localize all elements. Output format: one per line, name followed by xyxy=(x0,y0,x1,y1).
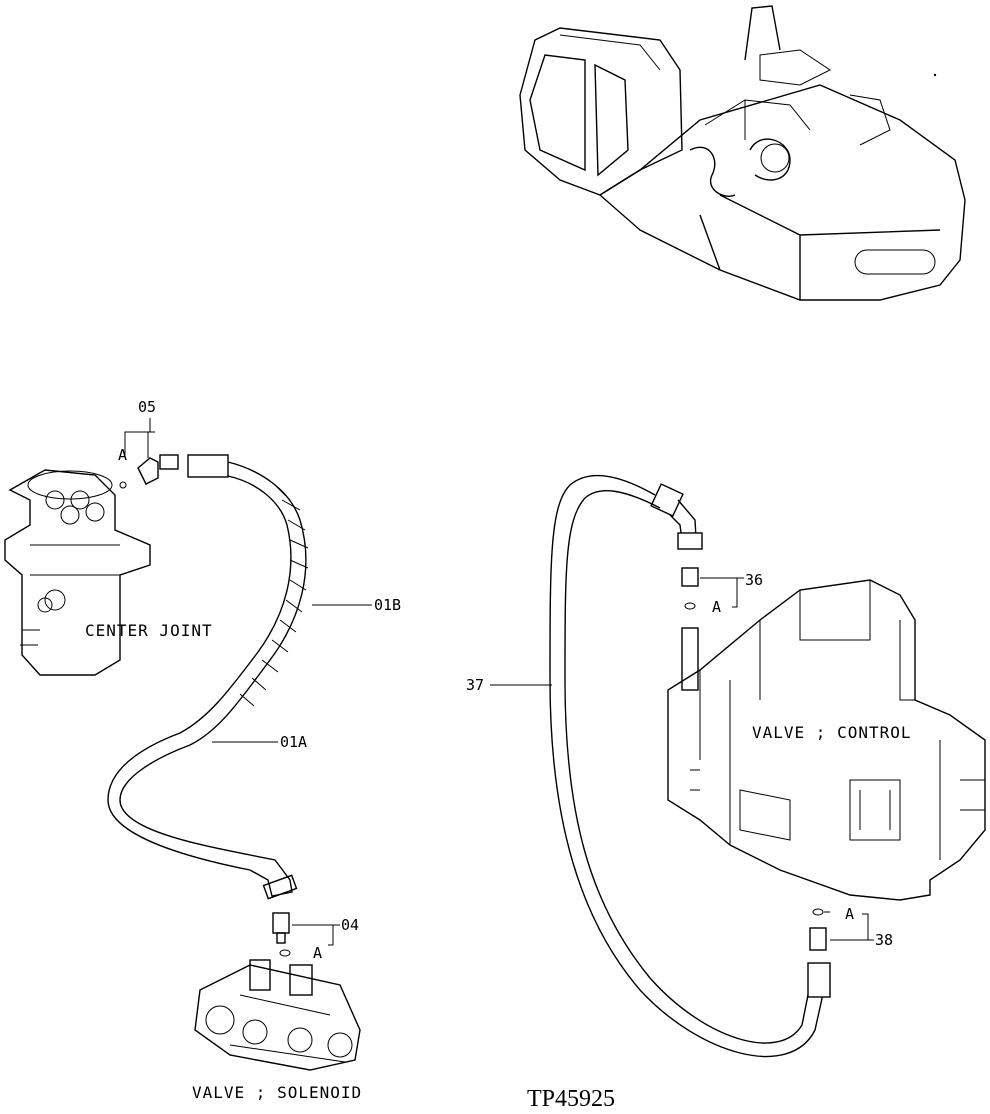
figure-id: TP45925 xyxy=(527,1086,615,1109)
bracket-36 xyxy=(700,577,738,608)
label-01a: 01A xyxy=(280,733,307,751)
fitting-05 xyxy=(119,454,179,489)
label-01b: 01B xyxy=(374,596,401,614)
label-05: 05 xyxy=(138,398,156,416)
solenoid-valve-label: VALVE ; SOLENOID xyxy=(192,1083,362,1102)
label-36: 36 xyxy=(745,571,763,589)
excavator-illustration xyxy=(519,5,966,301)
center-joint-component xyxy=(4,469,151,676)
label-04: 04 xyxy=(341,916,359,934)
fitting-36 xyxy=(681,567,699,610)
bracket-05 xyxy=(124,431,155,458)
label-a-38: A xyxy=(845,905,854,923)
hose-37 xyxy=(549,474,831,1058)
bracket-38 xyxy=(824,911,869,941)
bracket-04 xyxy=(292,924,334,946)
hose-01 xyxy=(107,454,309,900)
control-valve-component xyxy=(667,579,986,901)
fitting-38 xyxy=(809,908,827,951)
label-a-04: A xyxy=(313,944,322,962)
label-a-36: A xyxy=(712,598,721,616)
center-joint-label: CENTER JOINT xyxy=(85,621,213,640)
solenoid-valve-component xyxy=(194,959,361,1071)
label-37: 37 xyxy=(466,676,484,694)
fitting-04 xyxy=(272,912,291,957)
label-a-05: A xyxy=(118,446,127,464)
control-valve-label: VALVE ; CONTROL xyxy=(752,723,912,742)
label-38: 38 xyxy=(875,931,893,949)
